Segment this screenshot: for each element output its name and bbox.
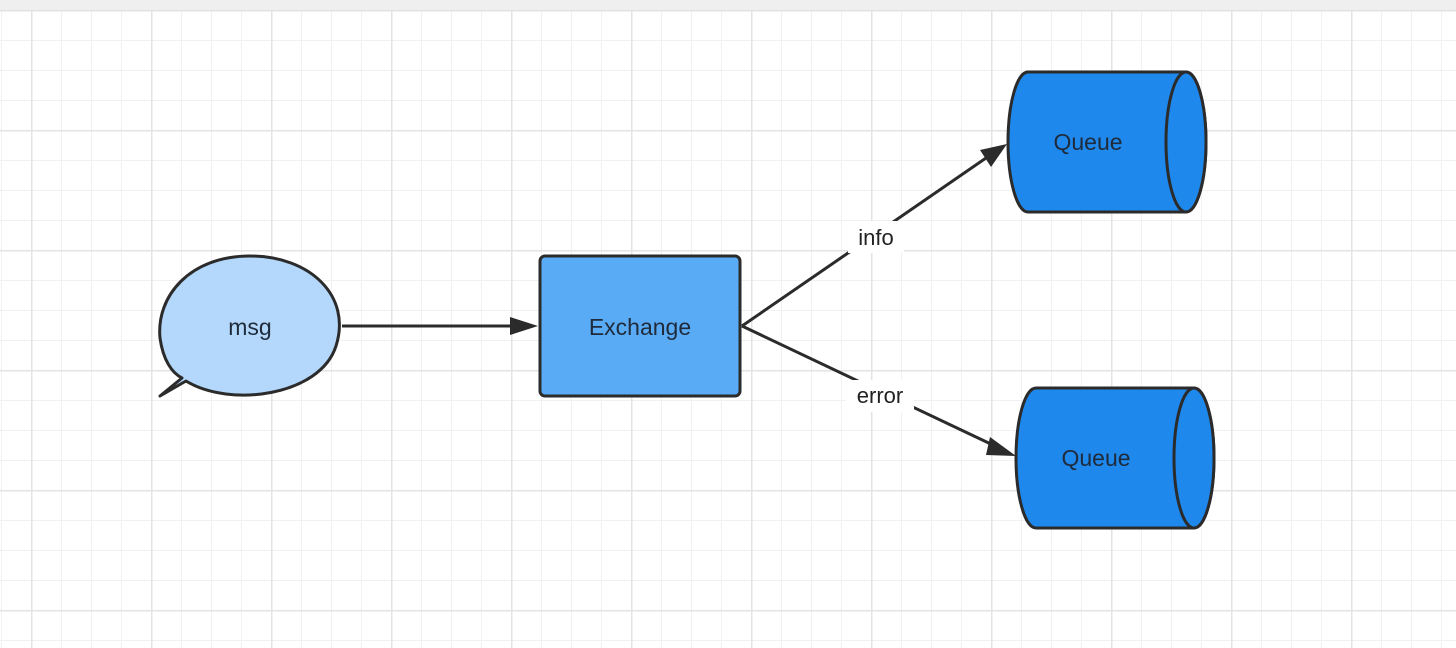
node-queue-error-label: Queue <box>1061 445 1130 471</box>
node-exchange[interactable]: Exchange <box>538 254 742 398</box>
edge-label-error-text: error <box>857 383 903 408</box>
top-toolbar-strip <box>0 0 1456 11</box>
arrowhead-icon <box>510 317 538 335</box>
node-queue-info-label: Queue <box>1053 129 1122 155</box>
edge-label-error: error <box>846 380 914 412</box>
node-msg[interactable]: msg <box>158 254 341 398</box>
edge-msg-to-exchange[interactable] <box>342 317 538 335</box>
node-exchange-label: Exchange <box>589 314 691 340</box>
node-queue-info[interactable]: Queue <box>1006 70 1208 214</box>
edge-label-info: info <box>848 221 904 253</box>
node-msg-label: msg <box>228 314 271 340</box>
node-queue-error[interactable]: Queue <box>1014 386 1216 530</box>
arrowhead-icon <box>986 437 1016 456</box>
edge-label-info-text: info <box>858 225 893 250</box>
speech-bubble-icon <box>158 254 341 398</box>
arrowhead-icon <box>980 144 1007 167</box>
